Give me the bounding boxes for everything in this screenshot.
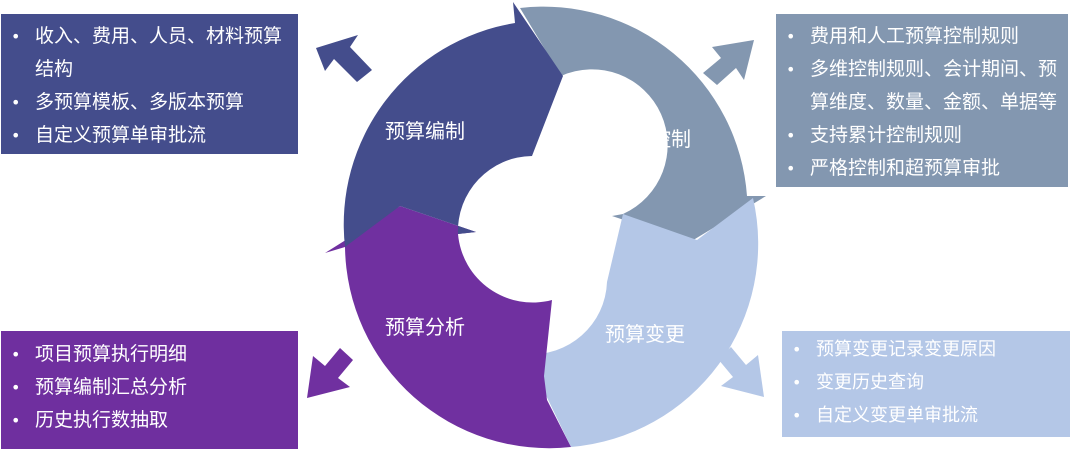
list-item: 自定义变更单审批流 [782,399,1064,432]
list-item: 费用和人工预算控制规则 [776,20,1062,53]
list-item: 自定义预算单审批流 [1,119,290,152]
list-item: 历史执行数抽取 [1,404,290,437]
segment-budget-change [526,198,759,447]
segment-label-budget-analysis: 预算分析 [385,315,465,339]
list-item: 预算编制汇总分析 [1,371,290,404]
list-item: 变更历史查询 [782,366,1064,399]
segment-label-budget-change: 预算变更 [605,322,685,346]
panel-budget-prep-features: 收入、费用、人员、材料预算结构 多预算模板、多版本预算 自定义预算单审批流 [1,14,298,154]
segment-budget-control [520,6,766,242]
arrow-down-right-icon [718,347,764,397]
list-item: 多预算模板、多版本预算 [1,86,290,119]
list-item: 多维控制规则、会计期间、预算维度、数量、金额、单据等 [776,53,1062,119]
arrow-down-left-icon [307,348,353,398]
segment-budget-analysis [325,206,571,449]
panel-budget-analysis-features: 项目预算执行明细 预算编制汇总分析 历史执行数抽取 [1,331,298,449]
list-item: 项目预算执行明细 [1,338,290,371]
segment-budget-prep [343,2,563,247]
list-item: 收入、费用、人员、材料预算结构 [1,20,290,86]
segment-label-budget-prep: 预算编制 [385,119,465,143]
arrow-up-left-icon [316,35,372,82]
segment-label-budget-control: 预算控制 [611,127,691,151]
panel-budget-change-features: 预算变更记录变更原因 变更历史查询 自定义变更单审批流 [782,331,1070,437]
arrow-up-right-icon [703,40,754,85]
list-item: 支持累计控制规则 [776,119,1062,152]
list-item: 严格控制和超预算审批 [776,152,1062,185]
list-item: 预算变更记录变更原因 [782,333,1064,366]
panel-budget-control-features: 费用和人工预算控制规则 多维控制规则、会计期间、预算维度、数量、金额、单据等 支… [776,14,1068,187]
